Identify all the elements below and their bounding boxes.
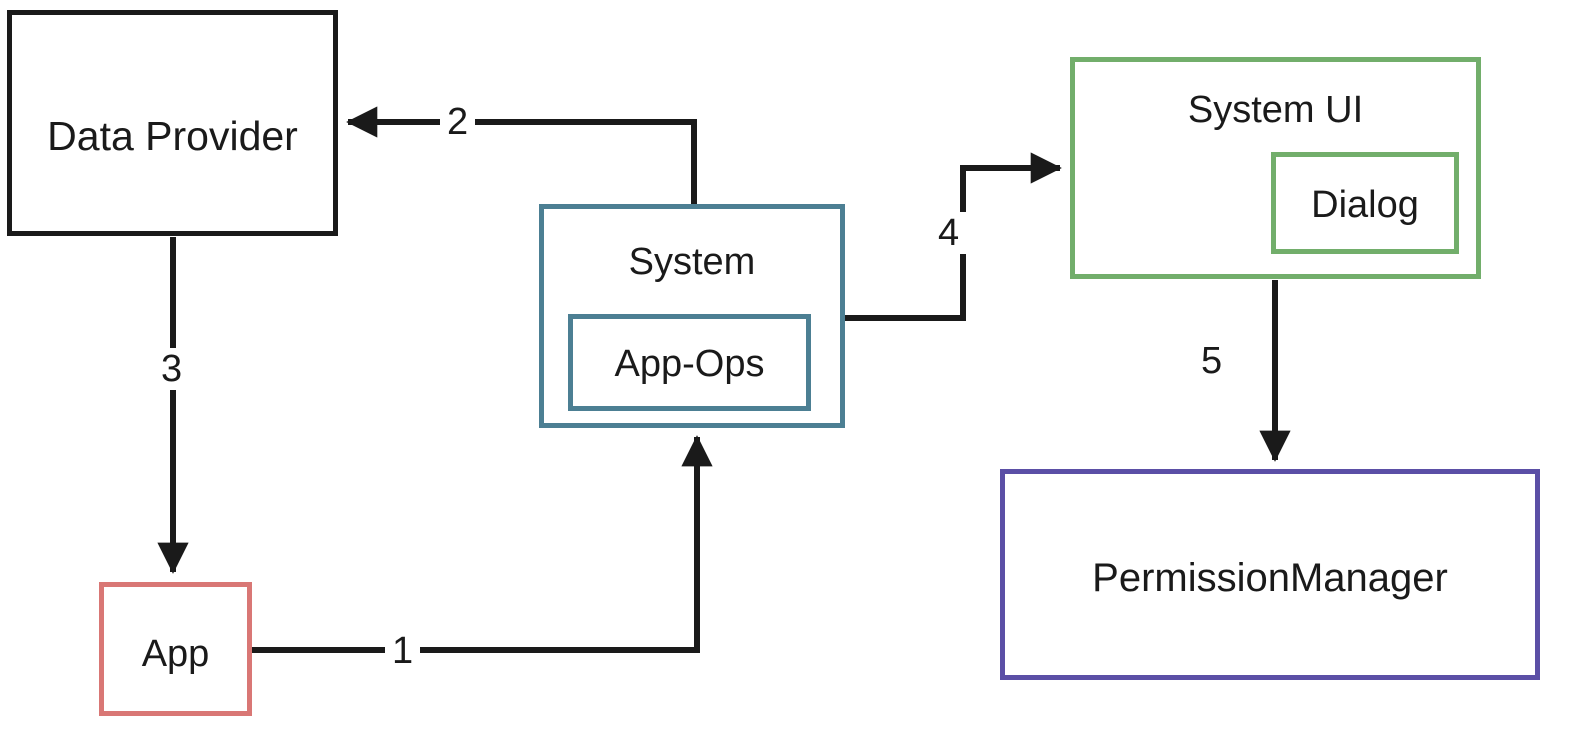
node-app-label: App bbox=[141, 633, 210, 675]
node-app-ops-label: App-Ops bbox=[614, 343, 765, 385]
edge-2-path bbox=[346, 106, 697, 205]
node-app-ops[interactable]: App-Ops bbox=[568, 314, 811, 411]
node-permission-manager-label: PermissionManager bbox=[1092, 556, 1448, 600]
node-system-ui[interactable]: System UI bbox=[1070, 57, 1481, 279]
node-dialog-label: Dialog bbox=[1311, 184, 1419, 226]
node-data-provider[interactable]: Data Provider bbox=[7, 10, 338, 236]
edge-1-label: 1 bbox=[385, 630, 421, 672]
node-system[interactable]: System bbox=[539, 204, 845, 428]
edge-4-label: 4 bbox=[931, 212, 967, 254]
edge-3-label: 3 bbox=[154, 348, 190, 390]
node-dialog[interactable]: Dialog bbox=[1271, 152, 1459, 254]
node-system-ui-label: System UI bbox=[1187, 89, 1364, 131]
node-app[interactable]: App bbox=[99, 582, 252, 716]
node-permission-manager[interactable]: PermissionManager bbox=[1000, 469, 1540, 680]
edge-1-path bbox=[252, 435, 713, 653]
node-data-provider-label: Data Provider bbox=[47, 113, 298, 159]
edge-5-label: 5 bbox=[1194, 340, 1230, 382]
node-system-label: System bbox=[628, 241, 756, 283]
edge-2-label: 2 bbox=[440, 101, 476, 143]
